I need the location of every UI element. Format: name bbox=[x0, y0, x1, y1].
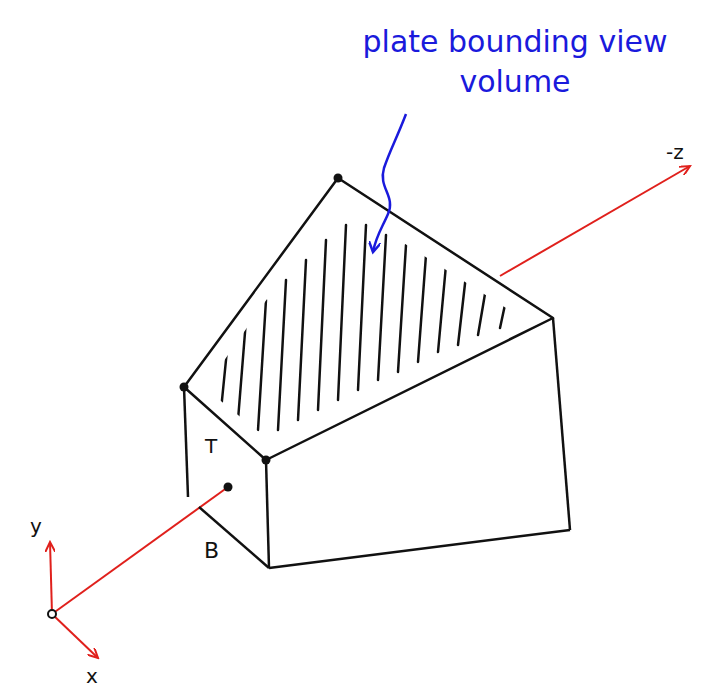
leader-line bbox=[373, 114, 406, 252]
face-label: B bbox=[204, 538, 219, 563]
annotation-note: plate bounding view volume bbox=[350, 22, 680, 102]
z-axis bbox=[52, 166, 690, 614]
xy-axes bbox=[48, 542, 98, 658]
bounding-plate bbox=[184, 178, 553, 460]
axis-label: -z bbox=[666, 140, 684, 164]
axis-label: y bbox=[30, 514, 42, 538]
face-label: T bbox=[205, 434, 217, 458]
vertex-dots bbox=[180, 174, 343, 492]
axis-label: x bbox=[86, 664, 98, 688]
plate-hatching bbox=[220, 225, 506, 430]
